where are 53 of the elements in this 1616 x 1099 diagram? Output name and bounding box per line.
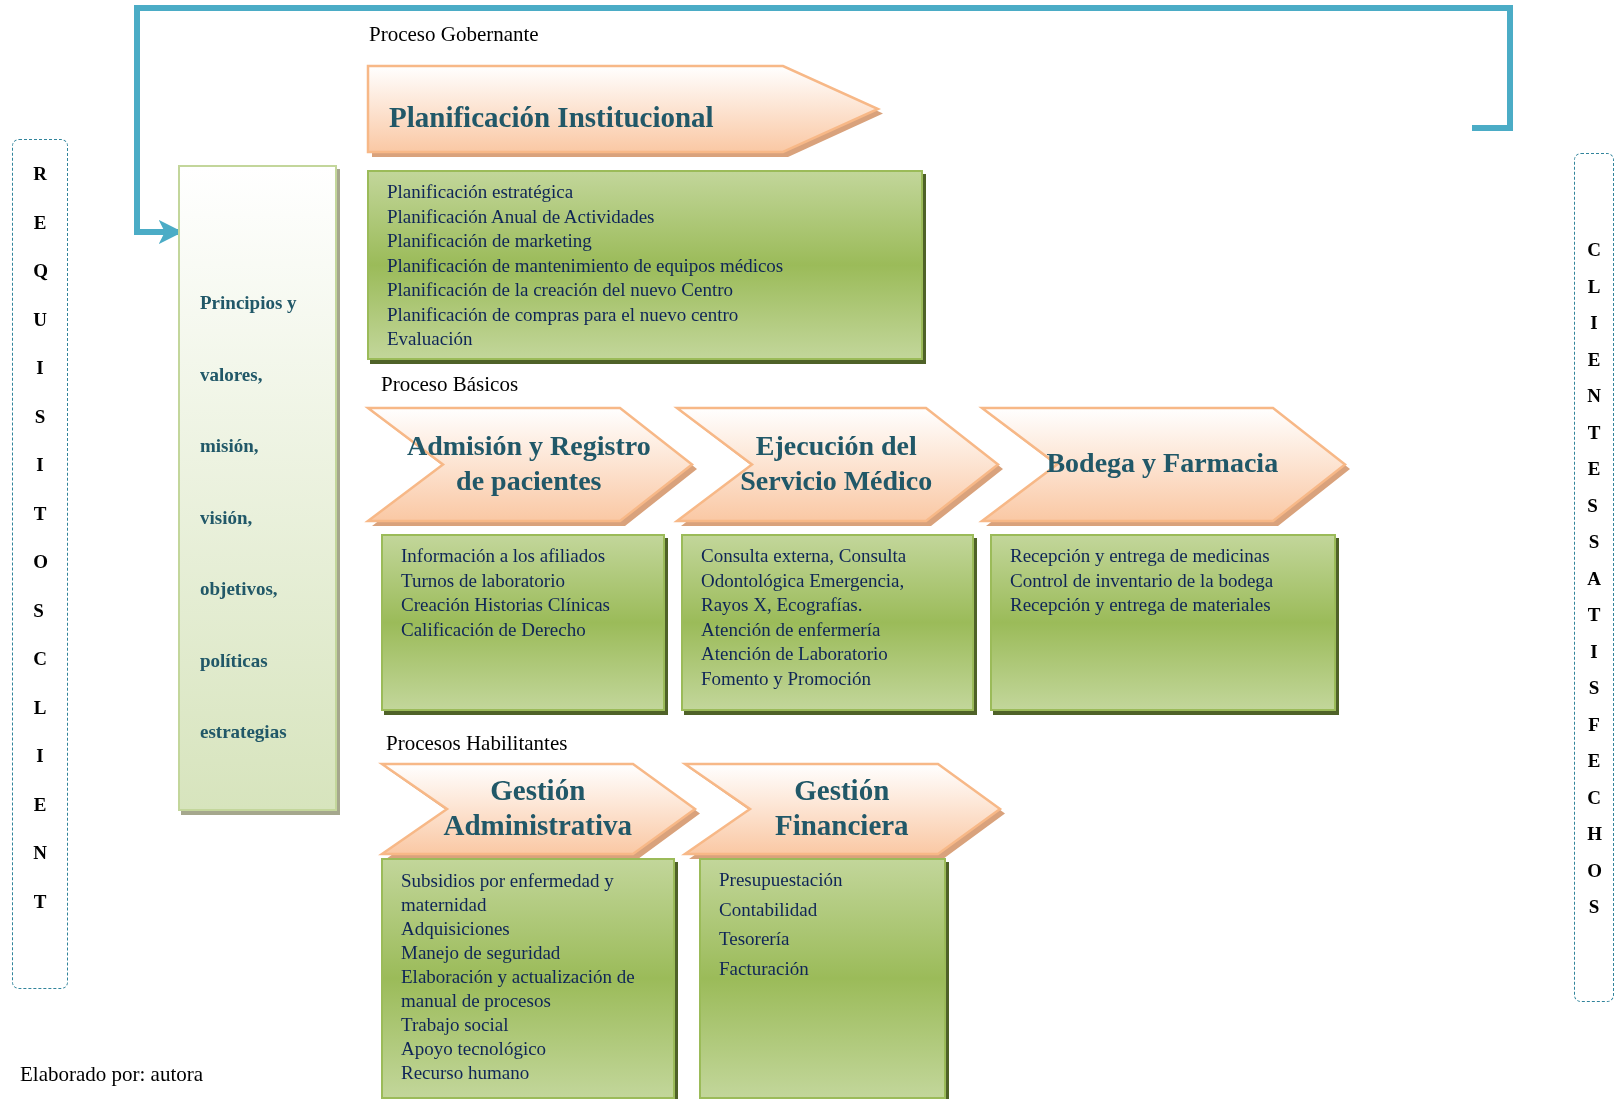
process-banner xyxy=(367,407,697,526)
list-item: Recepción y entrega de medicinas xyxy=(1010,544,1271,568)
list-item: Control de inventario de la bodega xyxy=(1010,568,1275,593)
list-item: Planificación de marketing xyxy=(387,229,593,253)
process-banner xyxy=(684,763,1005,859)
list-item: Calificación de Derecho xyxy=(401,617,587,642)
list-item: Presupuestación xyxy=(719,868,844,892)
process-banner xyxy=(381,763,700,859)
list-item: Facturación xyxy=(719,956,810,981)
activity-list-box xyxy=(699,858,946,1099)
section-heading: Procesos Habilitantes xyxy=(386,731,568,756)
section-heading: Proceso Básicos xyxy=(381,372,519,397)
section-heading: Proceso Gobernante xyxy=(369,22,539,47)
list-item: Planificación Anual de Actividades xyxy=(387,204,656,229)
vertical-text: REQUISITOS CLIENT xyxy=(33,162,47,914)
list-item: Atención de enfermería xyxy=(701,617,882,642)
list-item: Fomento y Promoción xyxy=(701,666,872,691)
process-banner xyxy=(676,407,1003,526)
process-header-banner xyxy=(367,65,883,157)
activity-list-box xyxy=(381,858,675,1099)
list-item: Adquisiciones xyxy=(401,917,511,941)
list-item: Turnos de laboratorio xyxy=(401,568,566,593)
list-item: Recepción y entrega de materiales xyxy=(1010,593,1272,617)
vertical-text: CLIENTES SATISFECHOS xyxy=(1587,238,1601,919)
list-item: Recurso humano xyxy=(401,1061,531,1085)
process-title: Bodega y Farmacia xyxy=(1046,446,1279,481)
list-item: Subsidios por enfermedad y maternidad xyxy=(401,869,615,917)
list-item: Planificación de la creación del nuevo Centro xyxy=(387,278,735,302)
list-item: Apoyo tecnológico xyxy=(401,1037,548,1061)
list-item: Consulta externa, Consulta Odontológica Emergencia, Rayos X, Ecografías. xyxy=(701,544,908,617)
list-item: Planificación de mantenimiento de equipos médicos xyxy=(387,253,785,278)
list-item: Elaboración y actualización de manual de procesos xyxy=(401,965,636,1013)
process-title: Planificación Institucional xyxy=(389,99,714,135)
panel-text: Principios y valores, misión, visión, objetivos, políticas estrategias xyxy=(200,291,298,744)
list-item: Atención de Laboratorio xyxy=(701,642,889,666)
process-banner xyxy=(981,407,1350,526)
credit-note: Elaborado por: autora xyxy=(20,1062,204,1087)
list-item: Contabilidad xyxy=(719,897,819,922)
list-item: Evaluación xyxy=(387,327,474,351)
requirements-panel xyxy=(12,139,68,989)
list-item: Trabajo social xyxy=(401,1013,510,1037)
list-item: Planificación estratégica xyxy=(387,180,575,204)
process-title: Admisión y Registro de pacientes xyxy=(405,429,652,498)
list-item: Manejo de seguridad xyxy=(401,941,562,965)
list-item: Creación Historias Clínicas xyxy=(401,593,611,617)
process-title: Ejecución del Servicio Médico xyxy=(739,429,934,498)
list-item: Tesorería xyxy=(719,927,791,951)
outcome-panel xyxy=(1574,153,1614,1002)
list-item: Planificación de compras para el nuevo centro xyxy=(387,302,740,327)
connector-arrow xyxy=(134,5,1513,244)
process-title: Gestión Administrativa xyxy=(442,772,634,843)
list-item: Información a los afiliados xyxy=(401,544,607,568)
process-title: Gestión Financiera xyxy=(773,772,910,843)
